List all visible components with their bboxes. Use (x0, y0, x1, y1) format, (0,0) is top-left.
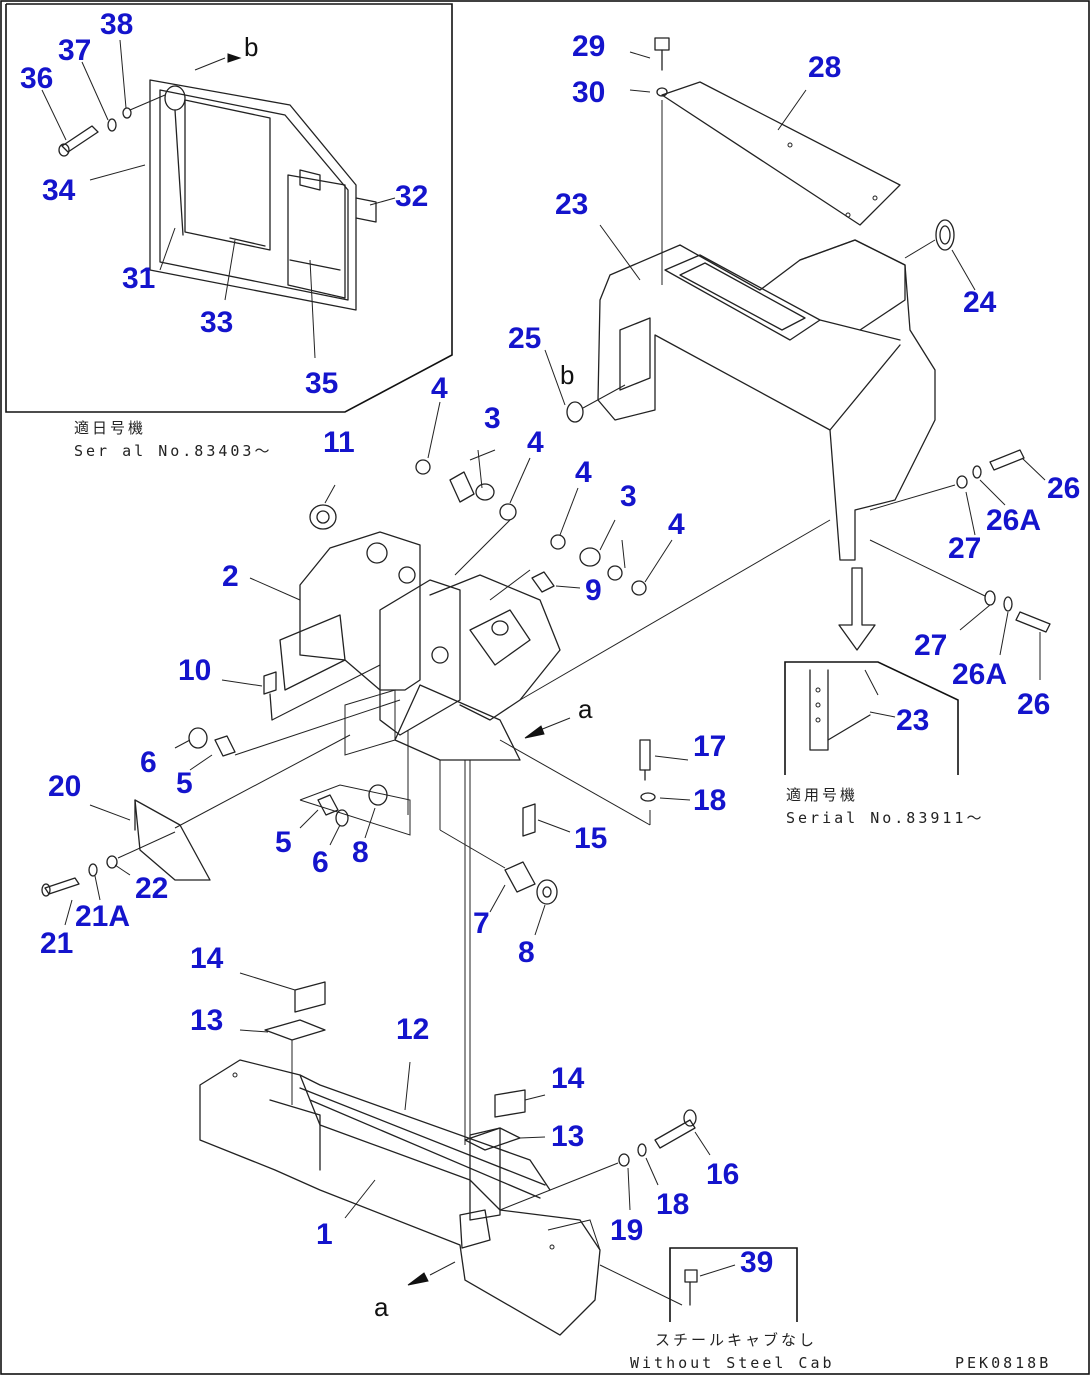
label-part-8-b: 8 (518, 936, 535, 969)
label-part-32: 32 (395, 180, 428, 213)
frame-23 (544, 219, 1051, 680)
label-part-15: 15 (574, 822, 607, 855)
bolts-16-19 (499, 1109, 711, 1211)
label-part-4-d: 4 (668, 508, 685, 541)
label-part-27-b: 27 (914, 629, 947, 662)
label-part-18-b: 18 (656, 1188, 689, 1221)
label-part-25: 25 (508, 322, 541, 355)
note-inset-top-left-jp: 適日号機 (74, 419, 146, 437)
label-part-27-a: 27 (948, 532, 981, 565)
applicability-notes: 適日号機 Ser al No.83403～ 適用号機 Serial No.839… (74, 419, 1051, 1372)
label-part-23-main: 23 (555, 188, 588, 221)
label-part-31: 31 (122, 262, 155, 295)
ref-letter-b-inset: b (244, 32, 258, 62)
note-inset-right-jp: 適用号機 (786, 786, 858, 804)
reference-letters: b b a a (244, 32, 593, 1322)
label-part-26-a: 26 (1047, 472, 1080, 505)
label-part-7: 7 (473, 907, 490, 940)
label-part-16: 16 (706, 1158, 739, 1191)
inset-frame-variant-border (784, 661, 959, 775)
label-part-5-a: 5 (176, 767, 193, 800)
label-part-5-b: 5 (275, 826, 292, 859)
label-part-26A-a: 26A (986, 504, 1041, 537)
lower-center-parts (439, 739, 691, 1145)
label-part-29: 29 (572, 30, 605, 63)
label-part-18-a: 18 (693, 784, 726, 817)
label-part-8-a: 8 (352, 836, 369, 869)
inset-panel-border (5, 3, 453, 413)
label-part-13-b: 13 (551, 1120, 584, 1153)
label-part-19: 19 (610, 1214, 643, 1247)
inset-without-cab-border (669, 1247, 798, 1322)
label-part-14-a: 14 (190, 942, 224, 975)
label-part-10: 10 (178, 654, 211, 687)
label-part-37: 37 (58, 34, 91, 67)
label-part-33: 33 (200, 306, 233, 339)
label-part-22: 22 (135, 872, 168, 905)
ref-letter-a-center: a (578, 694, 593, 724)
label-part-38: 38 (100, 8, 133, 41)
label-part-6-b: 6 (312, 846, 329, 879)
ref-letter-b-frame: b (560, 360, 574, 390)
label-part-30: 30 (572, 76, 605, 109)
note-inset-top-left-serial: Ser al No.83403～ (74, 442, 272, 460)
label-part-17: 17 (693, 730, 726, 763)
label-part-13-a: 13 (190, 1004, 223, 1037)
label-part-28: 28 (808, 51, 841, 84)
label-part-12: 12 (396, 1013, 429, 1046)
label-part-20: 20 (48, 770, 81, 803)
bushings-left (174, 699, 409, 846)
label-part-4-a: 4 (431, 372, 448, 405)
inset-panel-cover (5, 3, 453, 413)
label-part-34: 34 (42, 174, 76, 207)
plate-20 (41, 734, 351, 926)
label-part-4-b: 4 (527, 426, 544, 459)
label-part-9: 9 (585, 574, 602, 607)
note-inset-right-serial: Serial No.83911～ (786, 809, 984, 827)
label-part-21A: 21A (75, 900, 130, 933)
label-part-36: 36 (20, 62, 53, 95)
label-part-23-variant: 23 (896, 704, 929, 737)
inset-without-cab (599, 1247, 798, 1322)
label-part-39: 39 (740, 1246, 773, 1279)
label-part-21: 21 (40, 927, 73, 960)
label-part-3-b: 3 (620, 480, 637, 513)
label-part-26A-b: 26A (952, 658, 1007, 691)
label-part-2: 2 (222, 560, 239, 593)
label-part-11: 11 (323, 426, 355, 459)
label-part-26-b: 26 (1017, 688, 1050, 721)
note-inset-bottom-jp: スチールキャブなし (655, 1331, 817, 1349)
note-inset-bottom-en: Without Steel Cab (630, 1354, 835, 1372)
label-part-6-a: 6 (140, 746, 157, 779)
base-frame-1 (199, 972, 601, 1336)
cover-plate-28 (629, 37, 901, 285)
label-part-35: 35 (305, 367, 338, 400)
label-part-3-a: 3 (484, 402, 501, 435)
label-part-4-c: 4 (575, 456, 592, 489)
drawing-code: PEK0818B (955, 1354, 1051, 1372)
inset-frame-variant (784, 661, 959, 775)
label-part-24: 24 (963, 286, 997, 319)
part-number-labels: 36 37 38 34 31 33 35 32 29 30 28 23 24 2… (20, 8, 1080, 1279)
label-part-1: 1 (316, 1218, 333, 1251)
label-part-14-b: 14 (551, 1062, 585, 1095)
center-mechanism (221, 401, 831, 836)
ref-letter-a-bottom: a (374, 1292, 389, 1322)
